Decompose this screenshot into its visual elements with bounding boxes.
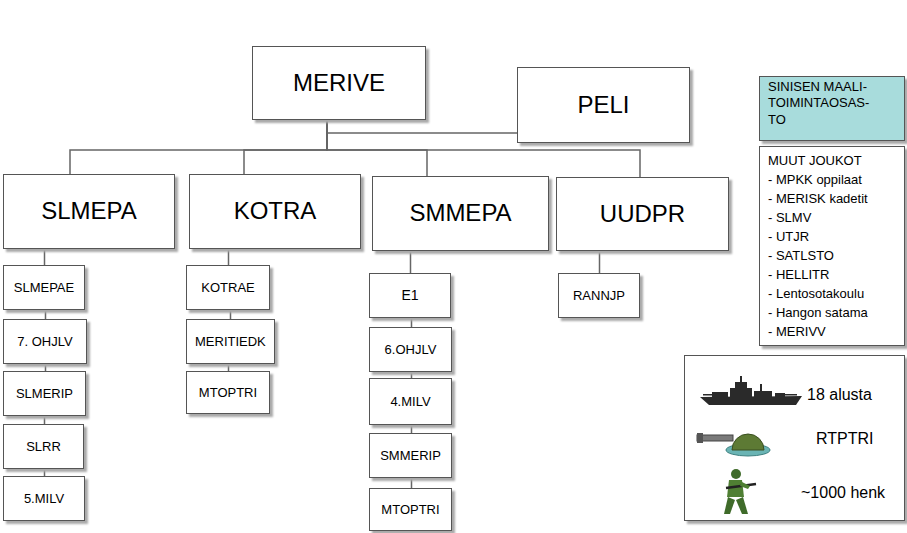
target-unit-box: SINISEN MAALI- TOIMINTAOSAS- TO xyxy=(759,76,905,141)
other-troops-box: MUUT JOUKOT- MPKK oppilaat- MERISK kadet… xyxy=(759,146,905,346)
node-label: MTOPTRI xyxy=(199,385,257,401)
node-label: KOTRAE xyxy=(201,280,254,296)
node-text: - SLMV xyxy=(768,208,811,227)
subunit-box: MTOPTRI xyxy=(186,371,270,414)
org-connector xyxy=(44,249,46,265)
org-connector xyxy=(244,120,327,174)
strength-box: 18 alustaRTPTRI ~1000 henk xyxy=(684,355,905,521)
warship-icon xyxy=(700,376,802,405)
subunit-box: 7. OHJLV xyxy=(3,319,87,364)
game-box: PELI xyxy=(517,67,690,143)
node-label: SMMERIP xyxy=(380,448,441,464)
node-text: - MPKK oppilaat xyxy=(768,170,862,189)
org-connector xyxy=(327,120,517,133)
subunit-box: 5.MILV xyxy=(3,476,85,521)
org-connector xyxy=(230,310,232,319)
node-label: UUDPR xyxy=(600,200,685,229)
org-connector xyxy=(228,249,230,265)
subunit-box: SMMERIP xyxy=(369,433,452,478)
turret-icon xyxy=(697,433,770,456)
node-label: 18 alusta xyxy=(807,385,872,404)
node-label: MTOPTRI xyxy=(381,502,439,518)
soldier-icon xyxy=(724,469,756,514)
node-label: 7. OHJLV xyxy=(17,334,72,350)
node-label: PELI xyxy=(577,91,629,120)
node-label: MERIVE xyxy=(293,69,385,98)
node-text: - Lentosotakoulu xyxy=(768,284,864,303)
org-connector xyxy=(45,310,47,319)
node-text: ~1000 henk xyxy=(801,483,885,502)
org-connector xyxy=(327,120,427,176)
subunit-box: SLMERIP xyxy=(3,371,86,416)
node-text: - SATLSTO xyxy=(768,246,834,265)
org-connector xyxy=(228,364,230,371)
org-connector xyxy=(599,251,601,273)
node-label: 5.MILV xyxy=(24,491,64,507)
subunit-box: E1 xyxy=(369,273,451,318)
node-label: SINISEN MAALI- TOIMINTAOSAS- TO xyxy=(768,79,880,128)
node-label: E1 xyxy=(401,287,418,304)
org-connector xyxy=(411,425,413,433)
node-text: - HELLITR xyxy=(768,265,829,284)
command-box: MERIVE xyxy=(252,46,426,120)
unit-box: UUDPR xyxy=(556,177,729,251)
node-label: MERITIEDK xyxy=(195,334,266,350)
node-text: - MERIVV xyxy=(768,322,826,341)
node-text: - Hangon satama xyxy=(768,303,868,322)
node-label: SLRR xyxy=(26,439,61,455)
node-label: RANNJP xyxy=(573,288,625,304)
subunit-box: 6.OHJLV xyxy=(369,327,452,372)
org-connector xyxy=(411,478,413,488)
subunit-box: 4.MILV xyxy=(369,378,452,425)
org-connector xyxy=(70,120,327,174)
node-text: - MERISK kadetit xyxy=(768,189,868,208)
subunit-box: MTOPTRI xyxy=(369,488,452,531)
unit-box: KOTRA xyxy=(189,174,361,249)
unit-box: SMMEPA xyxy=(372,176,549,251)
node-label: 4.MILV xyxy=(390,394,430,410)
org-connector xyxy=(44,416,46,424)
subunit-box: MERITIEDK xyxy=(186,319,275,364)
org-connector xyxy=(411,318,413,327)
node-label: 6.OHJLV xyxy=(385,342,437,358)
node-text: RTPTRI xyxy=(816,429,873,448)
node-text: - UTJR xyxy=(768,227,809,246)
org-connector xyxy=(44,469,46,476)
subunit-box: KOTRAE xyxy=(186,265,270,310)
node-label: KOTRA xyxy=(234,197,317,226)
subunit-box: SLMEPAE xyxy=(3,265,85,310)
node-label: SLMEPAE xyxy=(14,280,74,296)
unit-box: SLMEPA xyxy=(3,174,175,249)
node-label: MUUT JOUKOT xyxy=(768,151,862,170)
node-label: SLMERIP xyxy=(16,386,73,402)
subunit-box: SLRR xyxy=(3,424,84,469)
org-connector xyxy=(410,251,412,273)
org-connector xyxy=(45,364,47,371)
node-label: SLMEPA xyxy=(41,197,137,226)
subunit-box: RANNJP xyxy=(558,273,640,318)
node-label: SMMEPA xyxy=(409,199,511,228)
